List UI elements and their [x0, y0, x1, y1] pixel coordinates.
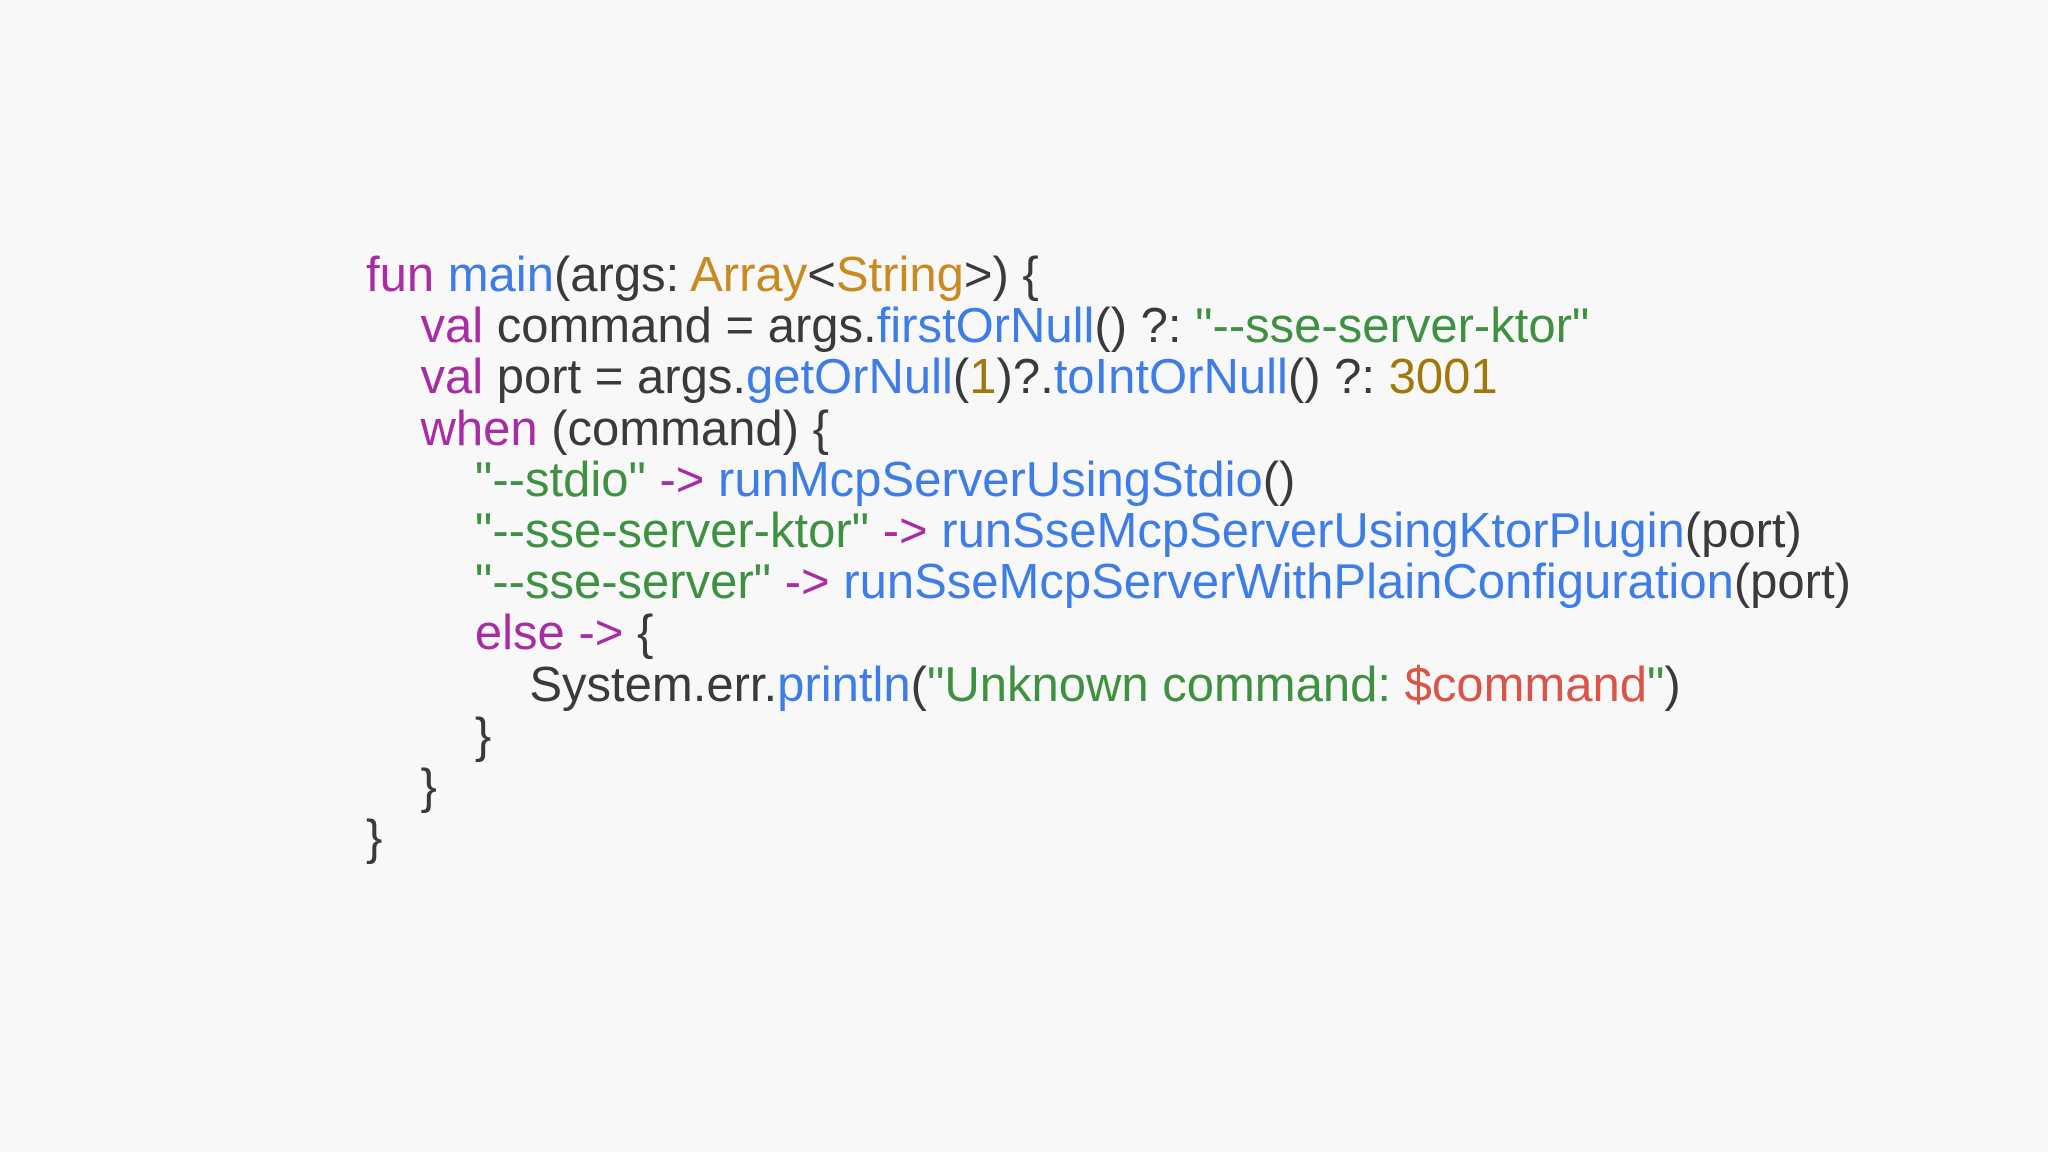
code-token-keyword: val [420, 350, 484, 405]
code-token-keyword: val [420, 299, 484, 354]
code-token-plain: () [1262, 452, 1296, 507]
code-token-plain: System.err. [529, 657, 778, 712]
code-token-plain [366, 453, 475, 507]
code-token-function: toIntOrNull [1053, 350, 1288, 405]
code-token-plain [366, 350, 420, 404]
code-token-function: main [447, 248, 554, 302]
code-token-plain: ( [952, 350, 970, 405]
code-line: fun main(args: Array<String>) { [366, 248, 1851, 302]
code-token-number: 1 [969, 350, 997, 405]
code-token-plain: port = args. [483, 350, 746, 405]
code-token-plain: command = args. [483, 299, 877, 354]
code-token-keyword: -> [578, 606, 624, 661]
code-token-keyword: -> [784, 555, 830, 610]
code-token-plain [366, 504, 475, 558]
code-token-number: 3001 [1388, 350, 1498, 405]
code-token-type: String [835, 248, 964, 302]
code-token-plain: (args: [553, 248, 691, 302]
code-line: else -> { [366, 608, 1851, 659]
code-token-string: "--sse-server-ktor" [1195, 299, 1590, 354]
code-token-keyword: -> [659, 452, 705, 507]
code-token-plain: < [807, 248, 836, 302]
code-token-plain [366, 606, 475, 660]
code-token-string: "--sse-server" [474, 555, 772, 610]
code-line: "--sse-server" -> runSseMcpServerWithPla… [366, 557, 1851, 608]
code-token-function: runSseMcpServerUsingKtorPlugin [941, 504, 1685, 559]
code-token-keyword: else [474, 606, 565, 661]
code-line: } [366, 708, 1851, 763]
code-token-plain: (command) { [537, 401, 829, 456]
code-line: when (command) { [366, 401, 1851, 456]
code-token-type: Array [690, 248, 808, 302]
code-token-plain [928, 504, 942, 558]
code-token-plain: } [366, 708, 492, 763]
code-token-plain: () ?: [1287, 350, 1389, 405]
code-token-keyword: when [420, 401, 538, 456]
code-token-keyword: fun [366, 248, 448, 302]
code-token-plain [646, 453, 660, 507]
code-line: val command = args.firstOrNull() ?: "--s… [366, 301, 1851, 352]
code-token-function: runMcpServerUsingStdio [718, 452, 1263, 507]
code-token-plain [366, 299, 420, 353]
code-line: "--sse-server-ktor" -> runSseMcpServerUs… [366, 504, 1851, 559]
code-token-plain [869, 504, 883, 558]
code-token-plain: ) [1664, 657, 1681, 712]
code-token-plain: ( [910, 657, 927, 712]
code-token-plain [565, 606, 579, 660]
code-token-plain [366, 555, 475, 609]
code-line: System.err.println("Unknown command: $co… [366, 657, 1851, 712]
code-token-plain: >) { [963, 248, 1039, 302]
code-token-plain: )?. [996, 350, 1054, 405]
code-token-string: "Unknown command: [926, 657, 1405, 712]
code-token-plain [366, 402, 420, 456]
code-token-function: firstOrNull [876, 299, 1095, 354]
code-line: val port = args.getOrNull(1)?.toIntOrNul… [366, 352, 1851, 403]
code-token-plain: { [623, 606, 654, 661]
code-token-plain [830, 555, 844, 609]
code-token-keyword: -> [882, 504, 928, 559]
code-token-string: " [1647, 657, 1665, 712]
code-token-plain [704, 453, 718, 507]
code-block: fun main(args: Array<String>) { val comm… [366, 248, 1851, 864]
code-token-plain: (port) [1733, 555, 1851, 610]
code-token-plain: (port) [1684, 504, 1802, 559]
code-line: "--stdio" -> runMcpServerUsingStdio() [366, 452, 1851, 507]
code-token-string: "--sse-server-ktor" [474, 504, 870, 559]
code-token-function: getOrNull [745, 350, 953, 405]
code-token-plain: } [366, 760, 437, 815]
code-token-string: "--stdio" [474, 452, 646, 507]
code-token-plain [771, 555, 785, 609]
code-token-function: runSseMcpServerWithPlainConfiguration [843, 555, 1734, 610]
code-token-plain [366, 658, 529, 712]
code-line: } [366, 760, 1851, 815]
code-token-plain: } [366, 811, 383, 866]
code-token-function: println [777, 657, 911, 712]
code-line: } [366, 813, 1851, 864]
code-token-interpolation: $command [1404, 657, 1648, 712]
code-token-plain: () ?: [1094, 299, 1196, 354]
